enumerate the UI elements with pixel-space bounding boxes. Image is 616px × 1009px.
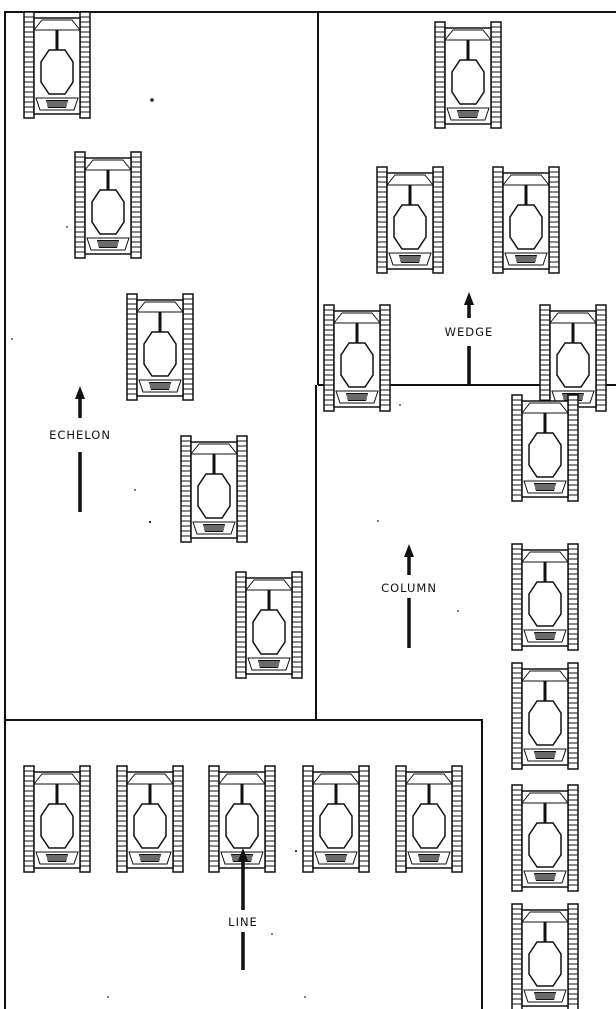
tank-icon bbox=[510, 783, 580, 893]
panel-borders bbox=[4, 11, 616, 1009]
tank-icon bbox=[433, 20, 503, 130]
wedge-formation: WEDGE bbox=[322, 20, 608, 413]
tank-icon bbox=[491, 165, 561, 275]
column-label: COLUMN bbox=[381, 581, 437, 595]
tank-icon bbox=[322, 303, 392, 413]
tank-icon bbox=[510, 661, 580, 771]
tank-icon bbox=[394, 764, 464, 874]
tank-icon bbox=[115, 764, 185, 874]
arrow-up-icon bbox=[404, 544, 414, 648]
tank-icon bbox=[179, 434, 249, 544]
echelon-formation: ECHELON bbox=[22, 10, 304, 680]
tank-icon bbox=[510, 393, 580, 503]
tank-icon bbox=[375, 165, 445, 275]
column-formation: COLUMN bbox=[381, 393, 580, 1009]
echelon-panel-border bbox=[315, 12, 319, 720]
arrow-up-icon bbox=[75, 386, 85, 512]
line-label: LINE bbox=[228, 915, 258, 929]
tank-icon bbox=[301, 764, 371, 874]
tank-icon bbox=[234, 570, 304, 680]
wedge-label: WEDGE bbox=[445, 325, 494, 339]
arrow-up-icon bbox=[464, 292, 474, 386]
line-formation: LINE bbox=[22, 764, 464, 970]
tank-icon bbox=[125, 292, 195, 402]
echelon-label: ECHELON bbox=[49, 428, 111, 442]
tank-icon bbox=[510, 902, 580, 1009]
tank-icon bbox=[510, 542, 580, 652]
outer-left-border bbox=[4, 11, 318, 1009]
tank-icon bbox=[73, 150, 143, 260]
scan-specks bbox=[11, 98, 459, 998]
arrow-up-icon bbox=[238, 848, 248, 970]
tank-icon bbox=[22, 10, 92, 120]
line-panel-border bbox=[5, 719, 483, 1009]
tank-icon bbox=[22, 764, 92, 874]
